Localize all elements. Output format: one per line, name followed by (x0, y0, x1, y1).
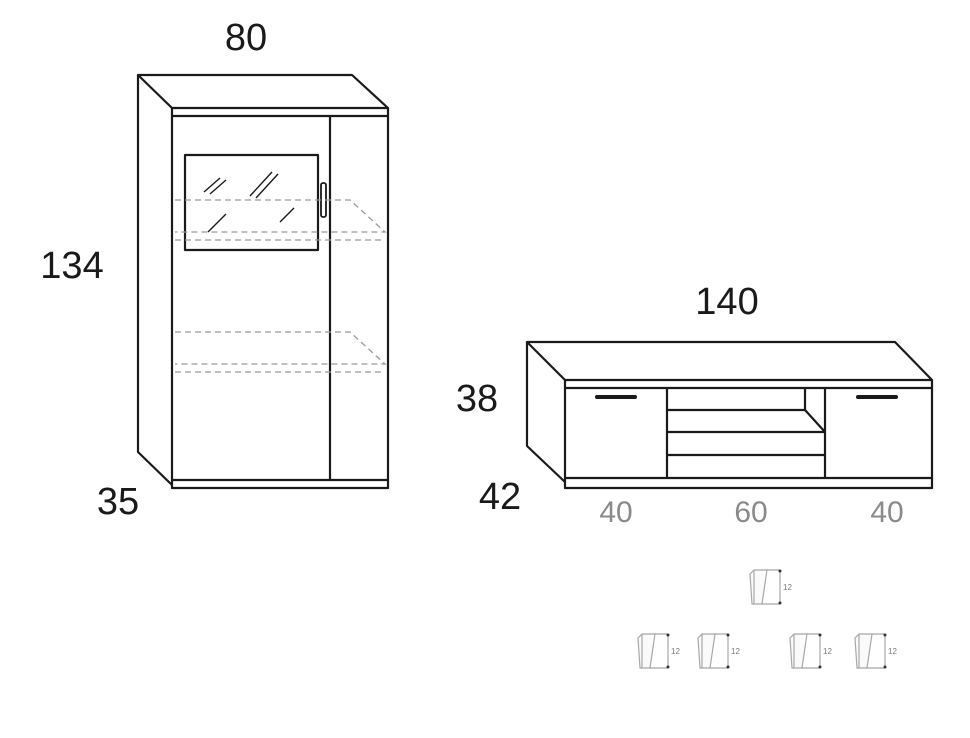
tv-width-label: 140 (695, 281, 758, 323)
display-cabinet: 80 134 35 (40, 17, 390, 523)
section-right-label: 40 (870, 496, 903, 529)
legs-detail: 12 12 12 12 12 (637, 569, 897, 669)
leg-height-label: 12 (823, 647, 832, 656)
leg-icon: 12 (749, 569, 792, 605)
tv-height-label: 38 (456, 378, 498, 420)
cabinet-width-label: 80 (225, 17, 267, 59)
section-middle-label: 60 (734, 496, 767, 529)
cabinet-depth-label: 35 (97, 481, 139, 523)
leg-height-label: 12 (731, 647, 740, 656)
leg-icon: 12 (697, 633, 740, 669)
cabinet-height-label: 134 (40, 245, 103, 287)
leg-height-label: 12 (888, 647, 897, 656)
leg-height-label: 12 (671, 647, 680, 656)
glass-reflection-icon (203, 171, 295, 233)
shelves-dashed (175, 199, 387, 373)
section-left-label: 40 (599, 496, 632, 529)
leg-height-label: 12 (783, 583, 792, 592)
glass-window (183, 153, 320, 252)
leg-icon: 12 (789, 633, 832, 669)
leg-icon: 12 (637, 633, 680, 669)
tv-unit: 140 38 42 40 60 40 (456, 281, 934, 529)
tv-depth-label: 42 (479, 476, 521, 518)
leg-icon: 12 (854, 633, 897, 669)
